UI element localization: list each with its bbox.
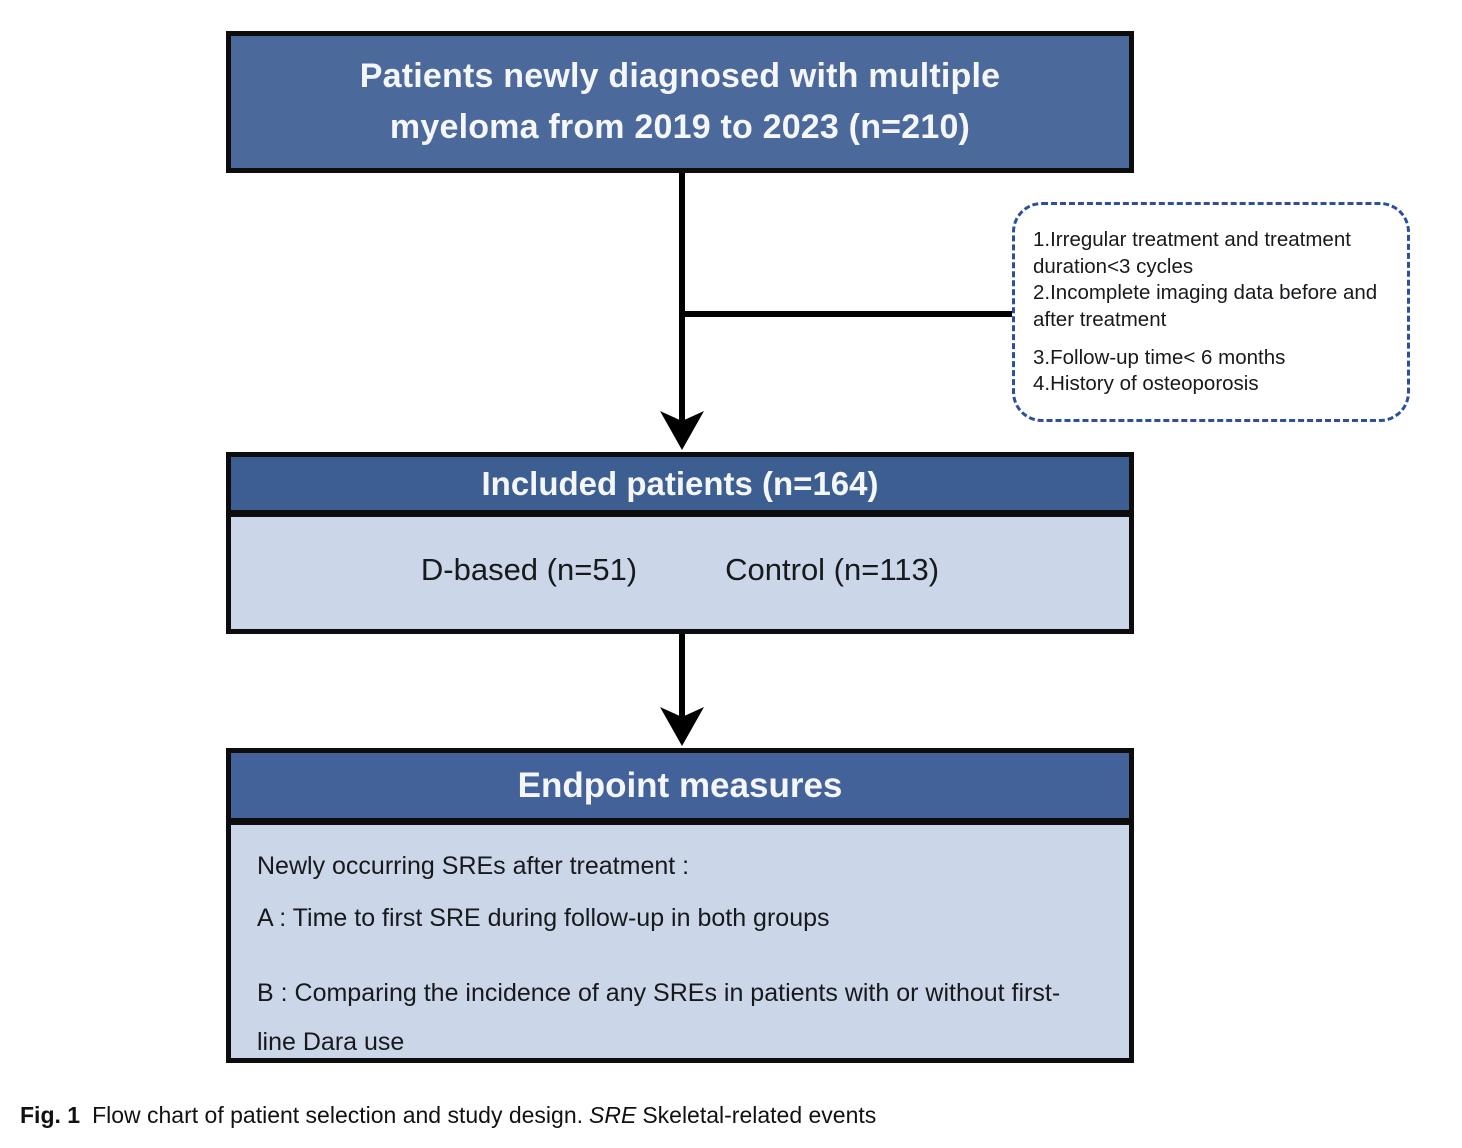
exclusion-item: 4.History of osteoporosis <box>1033 372 1259 396</box>
top-box-line: myeloma from 2019 to 2023 (n=210) <box>389 108 971 146</box>
included-patients-groups: D-based (n=51) Control (n=113) <box>231 517 1129 622</box>
figure-caption-text: Flow chart of patient selection and stud… <box>92 1102 584 1128</box>
endpoint-line: B : Comparing the incidence of any SREs … <box>257 979 1061 1056</box>
endpoint-line: Newly occurring SREs after treatment : <box>257 852 690 880</box>
figure-caption-abbr: SRE <box>589 1102 637 1128</box>
group-control: Control (n=113) <box>725 551 940 587</box>
endpoint-measures-header: Endpoint measures <box>231 753 1129 825</box>
exclusion-item: 1.Irregular treatment and treatment dura… <box>1033 228 1351 278</box>
arrow-down-icon <box>660 411 704 450</box>
group-d-based: D-based (n=51) <box>420 551 638 587</box>
figure-caption-label: Fig. 1 <box>20 1102 81 1128</box>
figure-caption: Fig. 1 Flow chart of patient selection an… <box>20 1102 1120 1129</box>
included-patients-header: Included patients (n=164) <box>231 457 1129 517</box>
node-exclusion-criteria: 1.Irregular treatment and treatment dura… <box>1012 202 1410 422</box>
node-patients-diagnosed: Patients newly diagnosed with multiple m… <box>226 31 1134 173</box>
node-endpoint-measures: Endpoint measures Newly occurring SREs a… <box>226 748 1134 1063</box>
endpoint-line: A : Time to first SRE during follow-up i… <box>257 904 830 932</box>
node-included-patients: Included patients (n=164) D-based (n=51)… <box>226 452 1134 634</box>
exclusion-item: 2.Incomplete imaging data before and aft… <box>1033 281 1378 331</box>
exclusion-item: 3.Follow-up time< 6 months <box>1033 345 1286 369</box>
arrow-down-icon <box>660 707 704 746</box>
top-box-line: Patients newly diagnosed with multiple <box>359 56 1001 95</box>
figure-caption-abbr-definition: Skeletal-related events <box>642 1102 877 1128</box>
endpoint-measures-body: Newly occurring SREs after treatment : A… <box>231 852 1129 1067</box>
